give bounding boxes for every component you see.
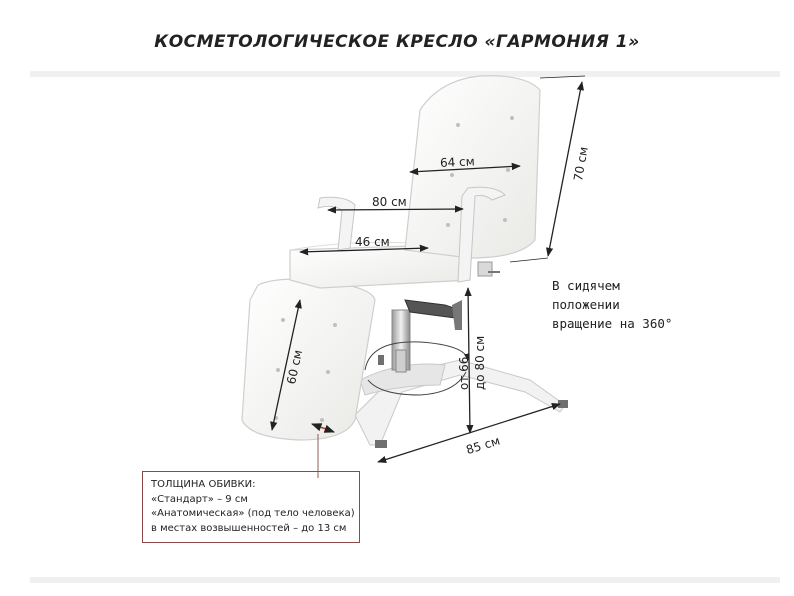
- dim-base-length: 85 см: [464, 434, 501, 458]
- dim-seat-height-from: от 66: [457, 357, 471, 390]
- rotation-note-line-3: вращение на 360°: [552, 316, 673, 331]
- dim-line-base-length: [377, 403, 561, 463]
- dim-backrest-width: 64 см: [440, 154, 475, 170]
- seat-bracket: [477, 261, 500, 277]
- rotation-note: В сидячем положении вращение на 360°: [552, 276, 672, 333]
- dim-armrest-width: 80 см: [372, 195, 407, 209]
- thickness-marker: [311, 423, 335, 478]
- hydraulic-column: [391, 299, 462, 373]
- dim-backrest-height: 70 см: [571, 146, 591, 183]
- rotation-note-line-1: В сидячем: [552, 278, 620, 293]
- dimension-lines: [270, 75, 586, 463]
- dim-line-seat-width: [299, 244, 429, 256]
- dim-ext-1: [509, 257, 549, 263]
- dim-line-backrest-width: [409, 162, 521, 176]
- upholstery-heading: ТОЛЩИНА ОБИВКИ:: [151, 479, 256, 490]
- dim-line-armrest-width: [327, 205, 464, 214]
- rotation-arc-lower: [367, 371, 467, 396]
- background-lines: [30, 71, 780, 583]
- dim-line-backrest-height: [545, 81, 585, 257]
- rotation-note-line-2: положении: [552, 297, 620, 312]
- page-title: КОСМЕТОЛОГИЧЕСКОЕ КРЕСЛО «ГАРМОНИЯ 1»: [154, 32, 640, 52]
- dim-line-leg-length: [270, 299, 302, 431]
- dim-seat-width: 46 см: [355, 235, 390, 249]
- upholstery-line-max: в местах возвышенностей – до 13 см: [151, 522, 347, 534]
- rotation-arc: [364, 341, 470, 371]
- upholstery-line-anatomical: «Анатомическая» (под тело человека): [151, 508, 355, 519]
- leg-section: [241, 278, 376, 441]
- dim-seat-height-to: до 80 см: [473, 336, 487, 390]
- upholstery-info-box: ТОЛЩИНА ОБИВКИ: «Стандарт» – 9 см «Анато…: [142, 471, 360, 543]
- dim-ext-2: [539, 75, 586, 79]
- upholstery-line-standard: «Стандарт» – 9 см: [151, 493, 248, 505]
